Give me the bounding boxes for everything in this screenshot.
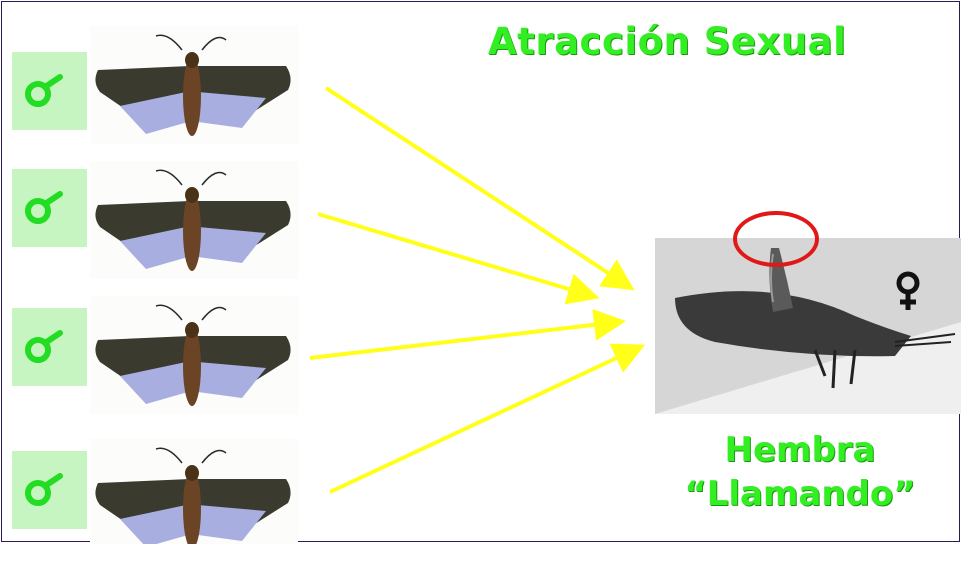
male-row-1: [0, 18, 320, 158]
caption-line-2: “Llamando”: [640, 472, 960, 516]
male-symbol-icon: [12, 169, 87, 247]
male-tile: [12, 52, 87, 130]
male-row-2: [0, 157, 320, 297]
male-symbol-icon: [12, 52, 87, 130]
male-row-3: [0, 296, 320, 436]
male-row-4: [0, 437, 320, 577]
male-moth-image: [90, 161, 298, 279]
female-symbol-icon: [893, 270, 923, 312]
female-caption: Hembra “Llamando”: [640, 428, 960, 516]
male-symbol-icon: [12, 451, 87, 529]
female-moth-photo: [655, 238, 961, 414]
male-tile: [12, 169, 87, 247]
male-moth-image: [90, 296, 298, 414]
slide-title: Atracción Sexual: [488, 20, 958, 63]
male-moth-image: [90, 26, 298, 144]
male-symbol-icon: [12, 308, 87, 386]
male-tile: [12, 308, 87, 386]
male-tile: [12, 451, 87, 529]
pheromone-gland-highlight: [733, 211, 819, 267]
caption-line-1: Hembra: [640, 428, 960, 472]
male-moth-image: [90, 439, 298, 544]
